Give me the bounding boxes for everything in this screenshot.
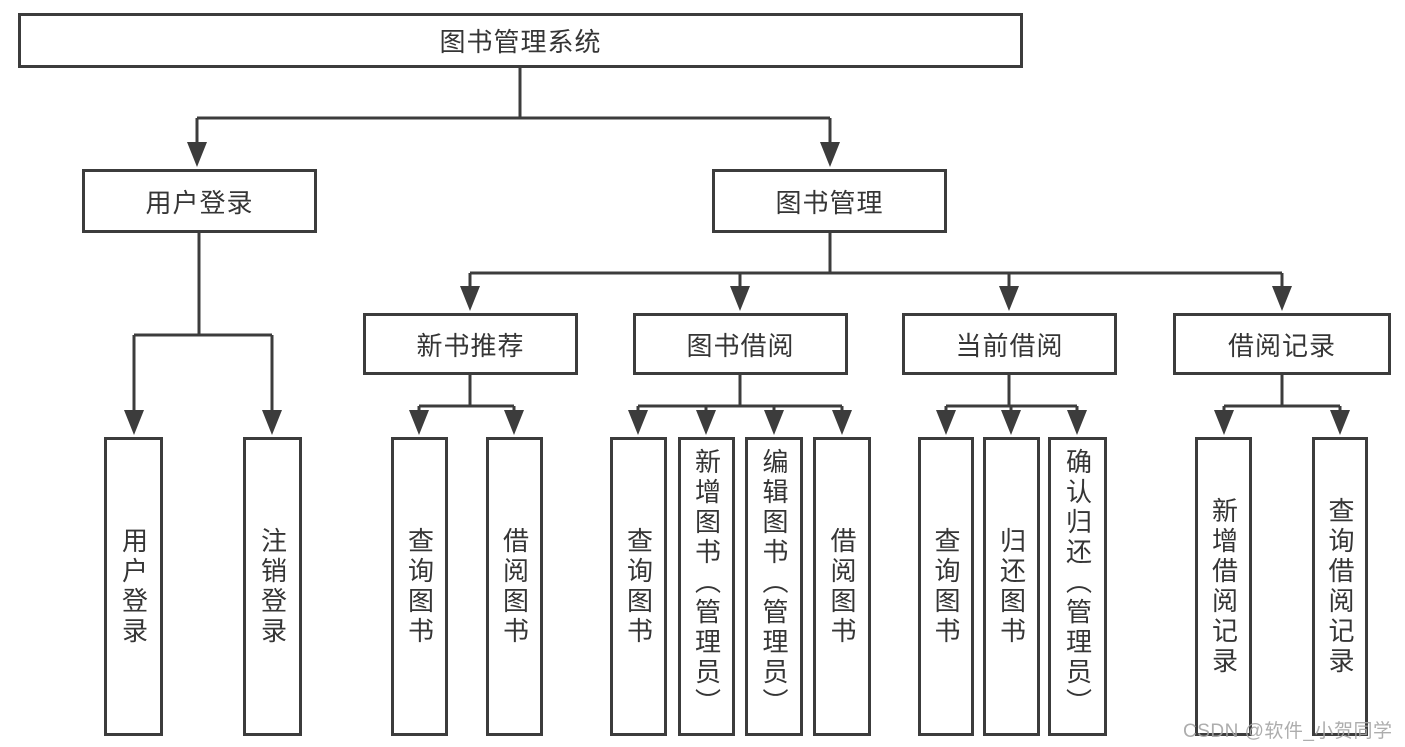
node-label: 图书管理系统 (439, 27, 602, 57)
node-label: 新书推荐 (416, 330, 525, 361)
node-root: 图书管理系统 (18, 13, 1023, 68)
connector-current-borrow-children (936, 375, 1087, 435)
node-book-borrow: 图书借阅 (633, 313, 848, 375)
connector-book-borrow-children (628, 375, 852, 435)
leaf-query-books-1: 查询图书 (391, 437, 448, 736)
leaf-add-borrow-record: 新增借阅记录 (1195, 437, 1252, 736)
leaf-label: 注销登录 (257, 526, 288, 647)
connector-records-children (1214, 375, 1350, 435)
node-current-borrow: 当前借阅 (902, 313, 1117, 375)
connector-root-level2 (187, 68, 840, 167)
connector-book-mgmt-children (460, 233, 1292, 311)
watermark-text: CSDN @软件_小贺同学 (1183, 721, 1393, 742)
node-label: 借阅记录 (1227, 330, 1336, 361)
leaf-label: 新增借阅记录 (1208, 496, 1239, 677)
leaf-logout: 注销登录 (243, 437, 302, 736)
leaf-add-book-admin: 新增图书（管理员） (678, 437, 735, 736)
leaf-edit-book-admin: 编辑图书（管理员） (745, 437, 803, 736)
node-new-book-recommend: 新书推荐 (363, 313, 578, 375)
leaf-label: 新增图书（管理员） (691, 448, 722, 718)
leaf-label: 编辑图书（管理员） (759, 448, 789, 718)
leaf-label: 用户登录 (118, 526, 149, 647)
node-label: 图书借阅 (686, 330, 795, 361)
leaf-label: 查询图书 (931, 526, 961, 647)
connector-new-book-children (409, 375, 524, 435)
node-borrow-records: 借阅记录 (1173, 313, 1391, 375)
leaf-label: 查询图书 (404, 526, 435, 647)
node-user-login: 用户登录 (82, 169, 317, 233)
leaf-query-books-2: 查询图书 (610, 437, 667, 736)
leaf-borrow-books-2: 借阅图书 (813, 437, 871, 736)
leaf-label: 查询借阅记录 (1325, 496, 1355, 677)
leaf-label: 确认归还（管理员） (1062, 448, 1093, 718)
leaf-user-login: 用户登录 (104, 437, 163, 736)
leaf-label: 借阅图书 (499, 526, 530, 647)
node-label: 用户登录 (145, 187, 254, 218)
leaf-query-borrow-record: 查询借阅记录 (1312, 437, 1368, 736)
leaf-confirm-return-admin: 确认归还（管理员） (1048, 437, 1107, 736)
leaf-query-books-3: 查询图书 (918, 437, 974, 736)
node-label: 当前借阅 (955, 330, 1064, 361)
leaf-return-books: 归还图书 (983, 437, 1040, 736)
node-label: 图书管理 (775, 187, 884, 218)
leaf-borrow-books-1: 借阅图书 (486, 437, 543, 736)
leaf-label: 借阅图书 (827, 526, 857, 647)
connector-user-login-children (124, 233, 282, 435)
leaf-label: 归还图书 (996, 526, 1027, 647)
node-book-management: 图书管理 (712, 169, 947, 233)
leaf-label: 查询图书 (623, 526, 654, 647)
